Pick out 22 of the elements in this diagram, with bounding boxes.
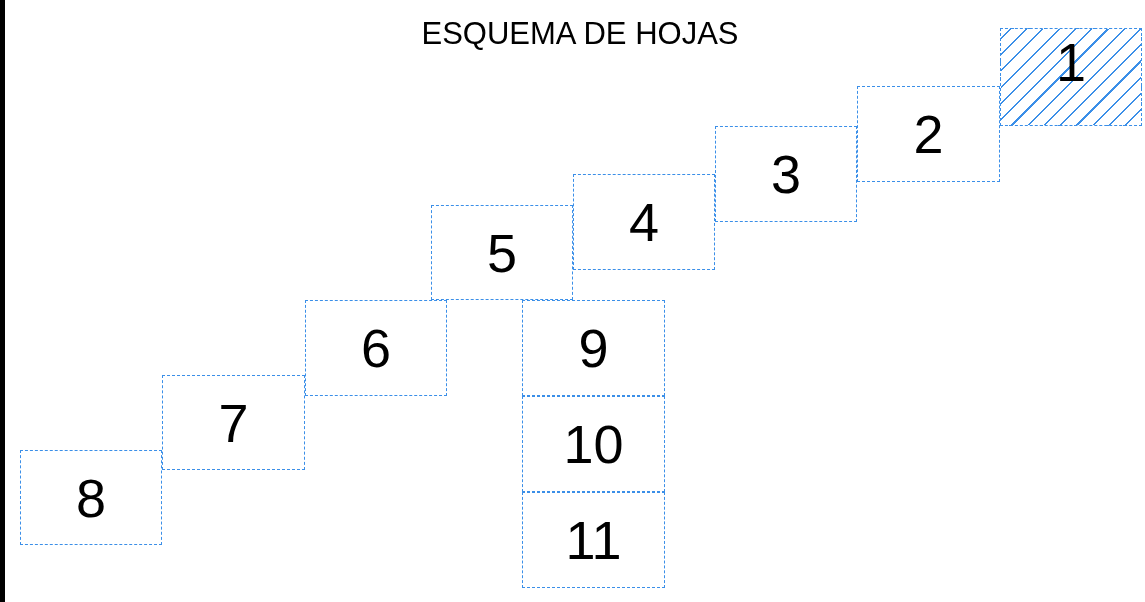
hatched-sheet-box bbox=[1000, 28, 1142, 126]
sheet-box bbox=[20, 450, 162, 545]
sheet-box bbox=[522, 396, 665, 492]
sheet-box bbox=[857, 86, 1000, 182]
sheet-box bbox=[305, 300, 447, 396]
sheet-number: 10 bbox=[563, 414, 624, 474]
sheet-box bbox=[522, 492, 665, 588]
sheet-box bbox=[715, 126, 857, 222]
sheet-box bbox=[522, 300, 665, 396]
sheet-box bbox=[162, 375, 305, 470]
sheet-box bbox=[573, 174, 715, 270]
sheet-number: 7 bbox=[218, 392, 249, 453]
sheet-number: 5 bbox=[486, 222, 517, 283]
sheet-number: 2 bbox=[913, 104, 944, 164]
sheet-box bbox=[431, 205, 573, 300]
sheet-number: 11 bbox=[565, 510, 622, 570]
sheet-number: 8 bbox=[75, 467, 106, 528]
sheet-number: 6 bbox=[360, 318, 391, 378]
sheet-number: 4 bbox=[628, 192, 659, 252]
sheet-number: 3 bbox=[770, 144, 801, 204]
sheet-number: 9 bbox=[578, 318, 609, 378]
diagram-title: ESQUEMA DE HOJAS bbox=[420, 15, 740, 53]
